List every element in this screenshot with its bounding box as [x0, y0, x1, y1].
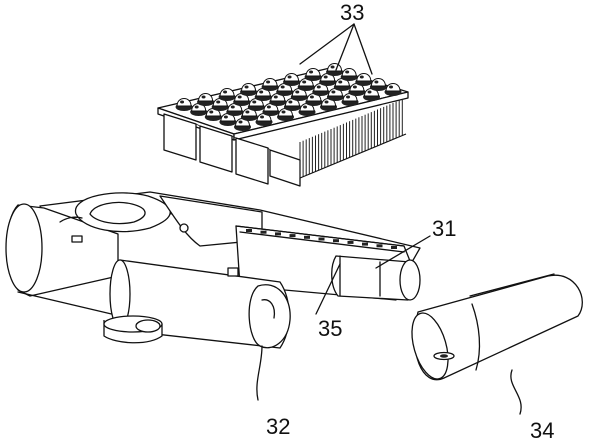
leader-35: [315, 263, 341, 315]
heatsink-base-edge: [299, 133, 407, 179]
housing-slot: [246, 229, 252, 232]
label-32: 32: [266, 414, 290, 439]
led-highlight: [303, 105, 308, 109]
led-dome: [198, 93, 214, 102]
led-dome: [176, 98, 192, 107]
housing-slot: [304, 235, 310, 239]
leader-34: [510, 369, 522, 415]
label-35: 35: [318, 316, 342, 341]
leader-33-c: [353, 23, 373, 75]
led-highlight: [223, 115, 228, 119]
led-highlight: [201, 95, 206, 99]
label-33: 33: [340, 0, 364, 25]
leader-32: [256, 345, 263, 401]
led-dome: [341, 68, 357, 77]
led-highlight: [266, 80, 271, 84]
led-highlight: [259, 90, 264, 94]
housing-slot: [318, 237, 325, 241]
led-highlight: [252, 100, 257, 104]
led-highlight: [237, 95, 242, 99]
led-highlight: [331, 90, 336, 94]
housing-slots: [246, 229, 397, 249]
label-34: 34: [530, 418, 554, 441]
led-dome: [262, 78, 278, 87]
led-highlight: [260, 115, 265, 119]
led-highlight: [238, 120, 243, 124]
led-dome: [219, 88, 235, 97]
led-highlight: [216, 100, 221, 104]
led-dome: [370, 78, 386, 87]
housing-slot: [289, 234, 296, 238]
led-highlight: [324, 100, 329, 104]
led-dome: [284, 73, 300, 82]
housing-slot: [260, 230, 267, 234]
housing-slot: [376, 244, 383, 248]
led-highlight: [273, 95, 278, 99]
led-highlight: [352, 85, 357, 89]
led-highlight: [266, 105, 271, 109]
led-highlight: [359, 75, 364, 79]
led-module-33: [157, 23, 409, 187]
led-dome: [356, 73, 372, 82]
led-highlight: [346, 95, 351, 99]
heatsink-fins: [299, 99, 407, 179]
led-highlight: [309, 95, 314, 99]
led-highlight: [209, 110, 214, 114]
leader-33-b: [335, 23, 355, 71]
led-highlight: [245, 110, 250, 114]
label-31: 31: [432, 216, 456, 241]
led-highlight: [338, 80, 343, 84]
led-highlight: [180, 100, 185, 104]
led-highlight: [244, 85, 249, 89]
led-highlight: [367, 90, 372, 94]
led-highlight: [194, 105, 199, 109]
led-highlight: [316, 85, 321, 89]
led-highlight: [288, 100, 293, 104]
housing-slot: [333, 239, 339, 243]
leader-33-a: [299, 23, 355, 65]
led-highlight: [330, 65, 335, 69]
leader-31: [375, 235, 431, 269]
led-dome: [385, 83, 401, 92]
led-highlight: [280, 85, 285, 89]
cover-32: [103, 259, 341, 401]
led-highlight: [389, 85, 394, 89]
led-highlight: [345, 70, 350, 74]
led-dome-grid: [175, 63, 402, 131]
housing-slot: [362, 242, 368, 246]
led-highlight: [323, 75, 328, 79]
led-highlight: [374, 80, 379, 84]
housing-slot: [391, 246, 397, 249]
housing-slot: [275, 232, 281, 236]
led-dome: [327, 63, 343, 72]
led-highlight: [309, 70, 314, 74]
led-highlight: [281, 110, 286, 114]
led-highlight: [223, 90, 228, 94]
led-dome: [305, 68, 321, 77]
housing-slot: [347, 240, 354, 244]
led-dome: [241, 83, 257, 92]
driver-blocks: [163, 113, 301, 187]
led-highlight: [230, 105, 235, 109]
lens-34: [411, 273, 583, 415]
led-highlight: [302, 80, 307, 84]
led-highlight: [287, 75, 292, 79]
led-highlight: [295, 90, 300, 94]
